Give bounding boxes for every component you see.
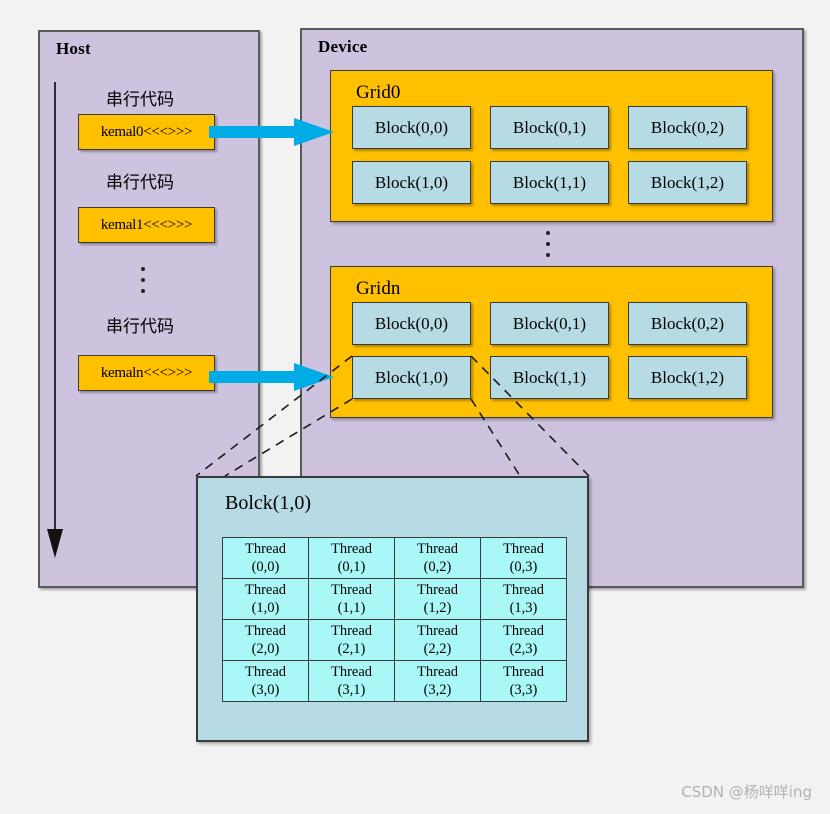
thread-index: (0,3): [509, 559, 538, 575]
vertical-ellipsis-icon-host: [141, 267, 145, 293]
grid-title-n: Gridn: [356, 278, 401, 299]
thread-index: (1,2): [423, 600, 452, 616]
thread-index: (2,1): [337, 641, 366, 657]
table-row: Thread (2,0) Thread (2,1) Thread (2,2) Thre…: [222, 619, 567, 661]
thread-label: Thread: [502, 582, 545, 598]
thread-index: (3,1): [337, 682, 366, 698]
block-n-0-2[interactable]: Block(0,2): [628, 302, 747, 345]
thread-cell-2-2[interactable]: Thread (2,2): [394, 619, 481, 661]
thread-label: Thread: [244, 623, 287, 639]
thread-index: (2,3): [509, 641, 538, 657]
kernel-box-0[interactable]: kemal0<<<>>>: [78, 114, 215, 150]
serial-code-label-2: 串行代码: [106, 173, 174, 193]
table-row: Thread (0,0) Thread (0,1) Thread (0,2) Thre…: [222, 537, 567, 579]
thread-index: (1,0): [251, 600, 280, 616]
thread-cell-3-0[interactable]: Thread (3,0): [222, 660, 309, 702]
block-n-0-1[interactable]: Block(0,1): [490, 302, 609, 345]
block-0-0-1[interactable]: Block(0,1): [490, 106, 609, 149]
thread-cell-3-1[interactable]: Thread (3,1): [308, 660, 395, 702]
thread-label: Thread: [416, 541, 459, 557]
thread-cell-1-0[interactable]: Thread (1,0): [222, 578, 309, 620]
thread-index: (0,2): [423, 559, 452, 575]
thread-cell-3-3[interactable]: Thread (3,3): [480, 660, 567, 702]
block-0-1-2[interactable]: Block(1,2): [628, 161, 747, 204]
thread-label: Thread: [416, 623, 459, 639]
csdn-watermark: CSDN @杨咩咩ing: [681, 783, 812, 801]
thread-label: Thread: [244, 541, 287, 557]
thread-cell-1-1[interactable]: Thread (1,1): [308, 578, 395, 620]
thread-label: Thread: [244, 664, 287, 680]
block-0-1-0[interactable]: Block(1,0): [352, 161, 471, 204]
thread-label: Thread: [330, 664, 373, 680]
table-row: Thread (3,0) Thread (3,1) Thread (3,2) Thre…: [222, 660, 567, 702]
thread-label: Thread: [330, 541, 373, 557]
thread-index: (1,1): [337, 600, 366, 616]
thread-index: (2,2): [423, 641, 452, 657]
serial-code-label-3: 串行代码: [106, 317, 174, 337]
thread-cell-2-3[interactable]: Thread (2,3): [480, 619, 567, 661]
thread-cell-0-0[interactable]: Thread (0,0): [222, 537, 309, 579]
block-n-1-1[interactable]: Block(1,1): [490, 356, 609, 399]
serial-code-label-1: 串行代码: [106, 90, 174, 110]
thread-cell-0-2[interactable]: Thread (0,2): [394, 537, 481, 579]
thread-cell-2-1[interactable]: Thread (2,1): [308, 619, 395, 661]
thread-cell-1-3[interactable]: Thread (1,3): [480, 578, 567, 620]
thread-index: (0,0): [251, 559, 280, 575]
block-n-0-0[interactable]: Block(0,0): [352, 302, 471, 345]
host-panel-title: Host: [56, 39, 91, 58]
thread-index: (3,2): [423, 682, 452, 698]
down-arrow-icon: [47, 82, 63, 558]
thread-label: Thread: [502, 664, 545, 680]
device-panel-title: Device: [318, 37, 368, 56]
thread-label: Thread: [502, 623, 545, 639]
block-0-0-0[interactable]: Block(0,0): [352, 106, 471, 149]
thread-grid-table: Thread (0,0) Thread (0,1) Thread (0,2) Thre…: [222, 537, 567, 702]
thread-index: (3,3): [509, 682, 538, 698]
block-0-1-1[interactable]: Block(1,1): [490, 161, 609, 204]
block-0-0-2[interactable]: Block(0,2): [628, 106, 747, 149]
thread-cell-1-2[interactable]: Thread (1,2): [394, 578, 481, 620]
thread-index: (3,0): [251, 682, 280, 698]
right-arrow-icon-launch-n: [209, 363, 334, 391]
kernel-box-1[interactable]: kemal1<<<>>>: [78, 207, 215, 243]
right-arrow-icon-launch-0: [209, 118, 334, 146]
kernel-box-n[interactable]: kemaln<<<>>>: [78, 355, 215, 391]
thread-label: Thread: [416, 664, 459, 680]
thread-label: Thread: [330, 623, 373, 639]
thread-cell-2-0[interactable]: Thread (2,0): [222, 619, 309, 661]
block-n-1-0[interactable]: Block(1,0): [352, 356, 471, 399]
table-row: Thread (1,0) Thread (1,1) Thread (1,2) Thre…: [222, 578, 567, 620]
thread-cell-3-2[interactable]: Thread (3,2): [394, 660, 481, 702]
thread-index: (0,1): [337, 559, 366, 575]
thread-cell-0-3[interactable]: Thread (0,3): [480, 537, 567, 579]
block-detail-title: Bolck(1,0): [225, 492, 312, 514]
thread-label: Thread: [330, 582, 373, 598]
vertical-ellipsis-icon-device: [546, 231, 550, 257]
block-n-1-2[interactable]: Block(1,2): [628, 356, 747, 399]
thread-index: (2,0): [251, 641, 280, 657]
thread-index: (1,3): [509, 600, 538, 616]
thread-label: Thread: [502, 541, 545, 557]
thread-label: Thread: [416, 582, 459, 598]
thread-label: Thread: [244, 582, 287, 598]
thread-cell-0-1[interactable]: Thread (0,1): [308, 537, 395, 579]
grid-title-0: Grid0: [356, 82, 401, 103]
